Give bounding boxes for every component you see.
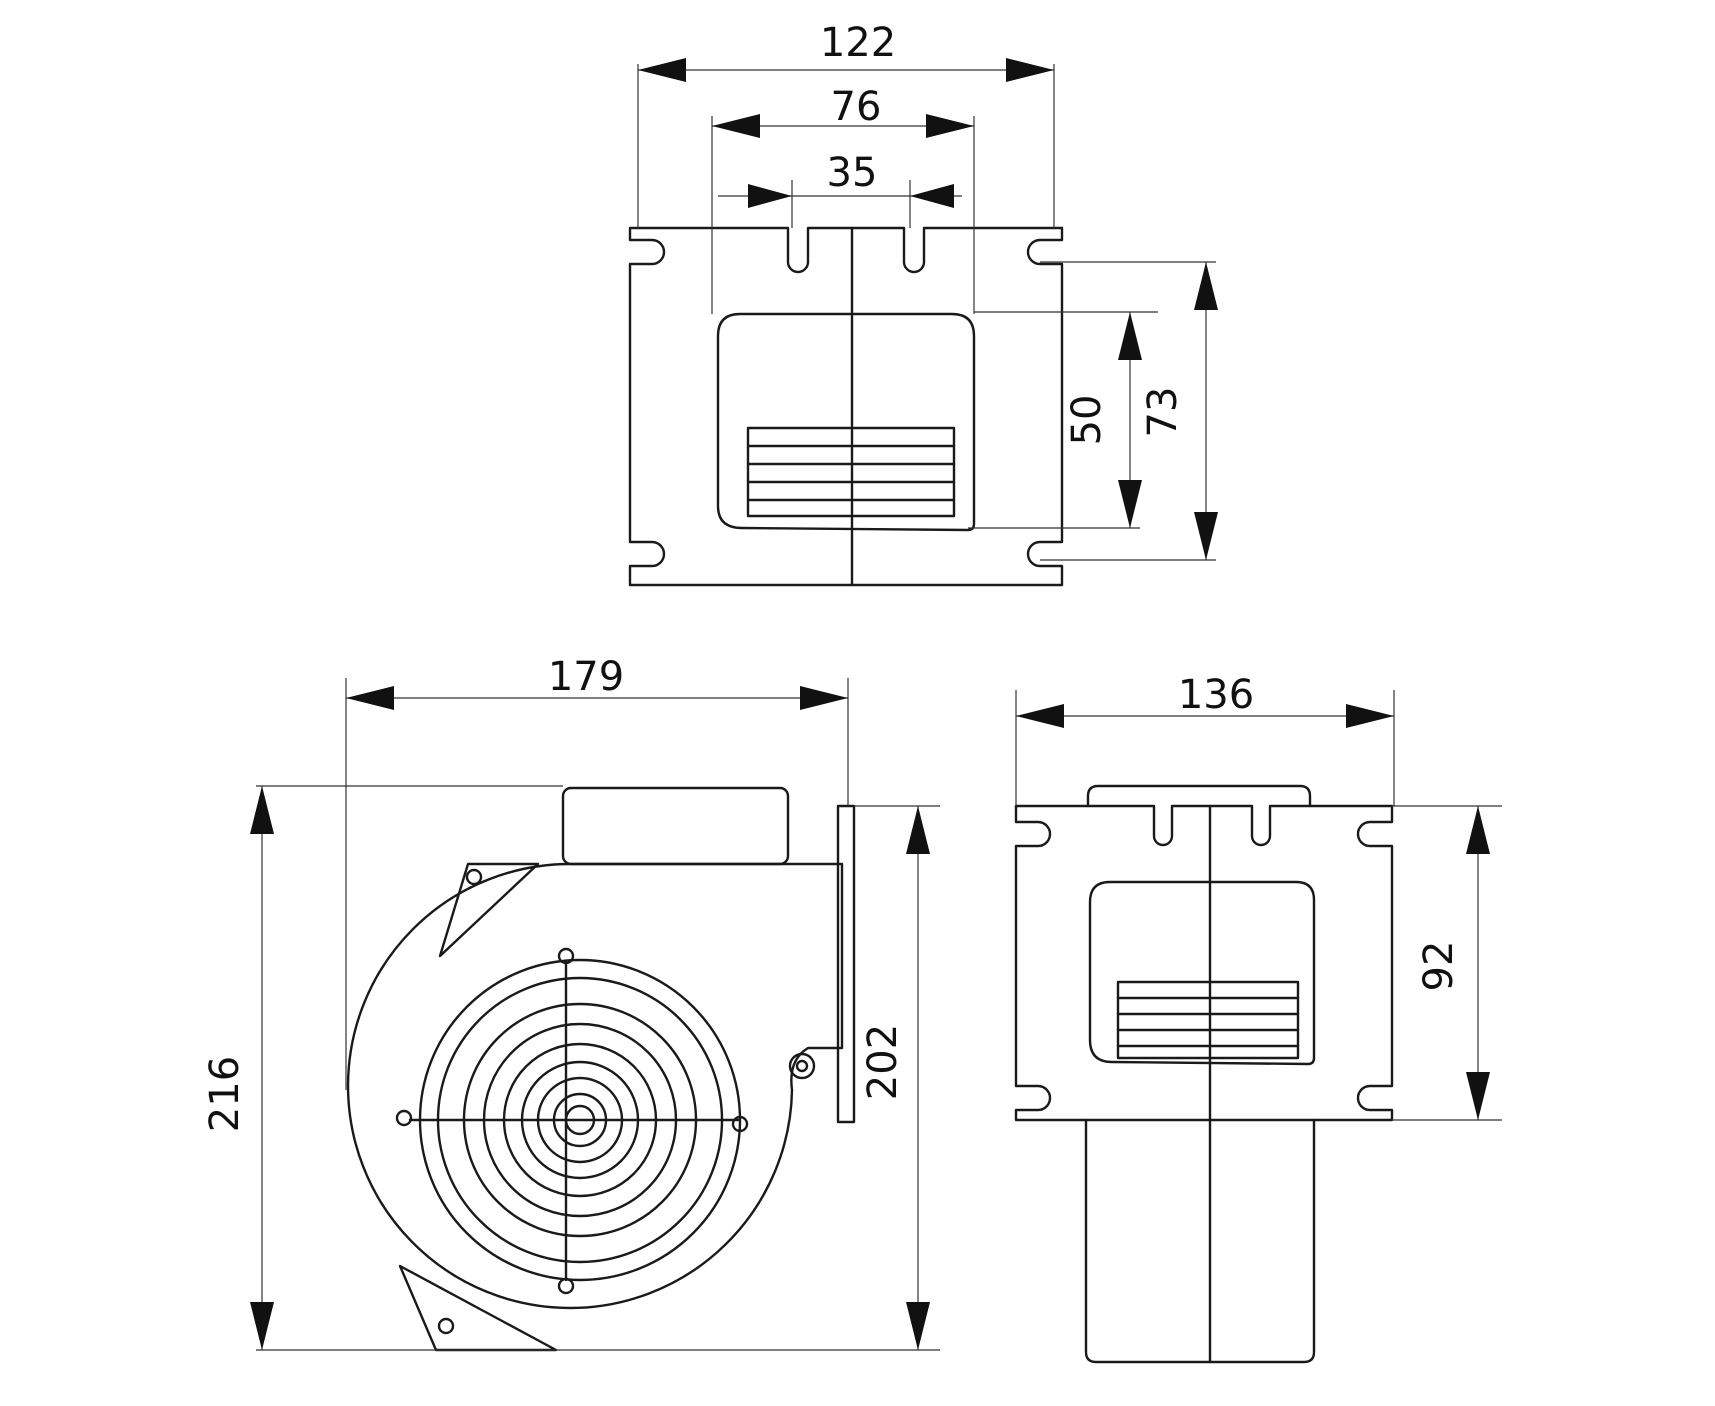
label-92: 92: [1416, 941, 1462, 992]
label-35: 35: [827, 150, 878, 196]
label-50: 50: [1064, 395, 1110, 446]
side-extension-lines: [256, 678, 940, 1351]
front-flange-outline: [1014, 804, 1394, 1122]
label-136: 136: [1178, 672, 1254, 718]
dimension-202: [906, 806, 930, 1350]
side-bracket-top: [438, 862, 540, 958]
side-view-blower: 179 216 202: [202, 654, 940, 1352]
front-top-cap: [1086, 784, 1312, 808]
side-crosshair: [395, 947, 749, 1295]
top-outlet-opening: [716, 312, 976, 532]
side-tab-circle: [788, 1052, 816, 1080]
side-flange-plate: [836, 804, 856, 1124]
label-179: 179: [548, 654, 624, 700]
dimension-92: [1466, 806, 1490, 1120]
side-bolt-bottom: [437, 1317, 455, 1335]
side-bracket-bottom: [398, 1264, 558, 1352]
label-122: 122: [820, 20, 896, 66]
dimension-216: [250, 786, 274, 1350]
dimension-76: [712, 114, 974, 138]
side-tab-hole: [795, 1059, 809, 1073]
front-view-flange: 136 92: [1014, 672, 1502, 1364]
front-extension-lines: [1015, 690, 1502, 1121]
dimension-73: [1194, 262, 1218, 560]
side-motor-box: [561, 786, 790, 866]
front-motor-body: [1084, 1118, 1316, 1364]
top-extension-lines: [637, 64, 1216, 561]
dimension-122: [638, 58, 1054, 82]
top-view-outlet-flange: 122 76 35 50 73: [628, 20, 1218, 587]
dimension-179: [346, 686, 848, 710]
dimension-136: [1016, 704, 1394, 728]
front-louvers: [1116, 980, 1300, 1060]
top-flange-outline: [628, 226, 1064, 587]
top-louvers: [746, 426, 956, 518]
dimension-35: [718, 184, 962, 208]
label-76: 76: [831, 84, 882, 130]
dimension-50: [1118, 312, 1142, 528]
label-216: 216: [202, 1056, 248, 1132]
label-73: 73: [1140, 387, 1186, 438]
label-202: 202: [860, 1024, 906, 1100]
side-bolt-top: [465, 868, 483, 886]
front-outlet-opening: [1088, 880, 1316, 1066]
side-volute-housing: [346, 862, 844, 1310]
